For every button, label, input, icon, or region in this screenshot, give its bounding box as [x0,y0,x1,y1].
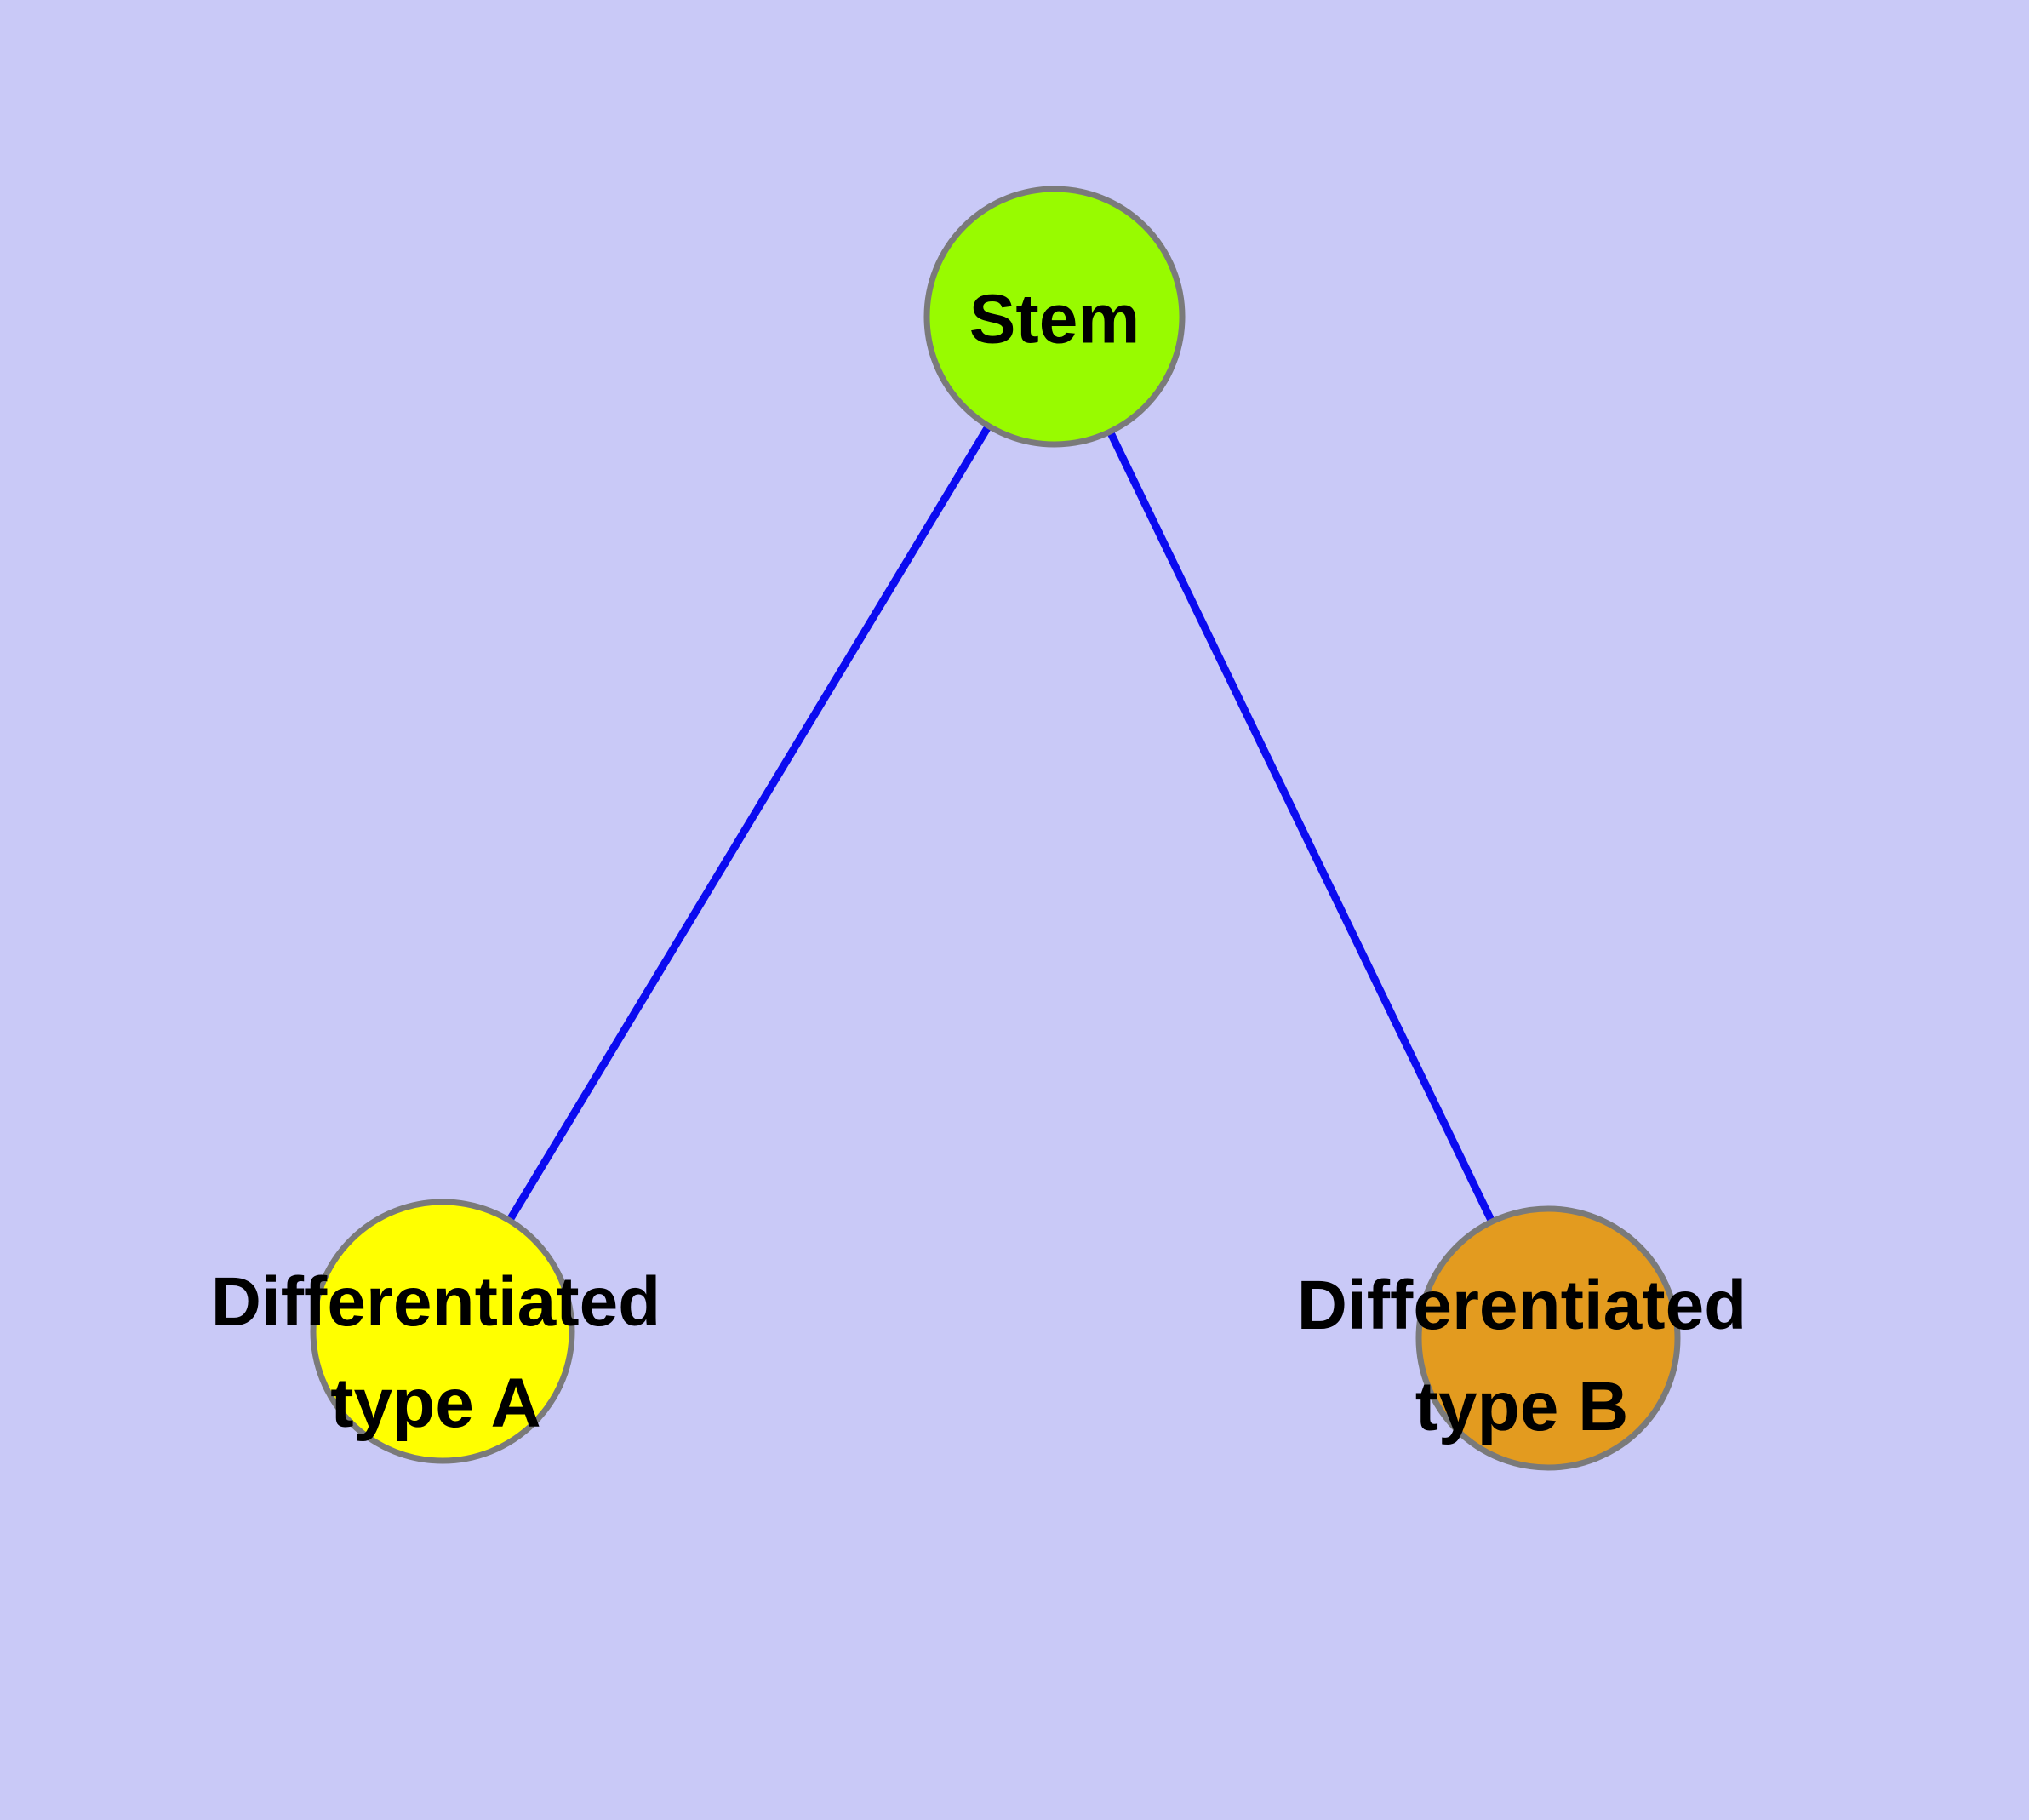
node-differentiated-type-b [1415,1205,1681,1471]
node-differentiated-type-b-label: Differentiated type B [1297,1256,1747,1458]
node-differentiated-type-a-label-line-2: type A [330,1365,541,1442]
node-stem [923,186,1186,448]
node-differentiated-type-b-label-line-1: Differentiated [1296,1267,1747,1345]
node-stem-label-line: Stem [969,280,1140,358]
node-differentiated-type-b-label-line-2: type B [1415,1368,1629,1445]
node-differentiated-type-a [310,1199,575,1464]
edge-stem-to-type-b [1050,315,1552,1340]
node-differentiated-type-a-label: Differentiated type A [211,1252,661,1455]
node-stem-label: Stem [969,270,1140,371]
edge-stem-to-type-a [439,314,1058,1334]
node-differentiated-type-a-label-line-1: Differentiated [210,1263,661,1342]
